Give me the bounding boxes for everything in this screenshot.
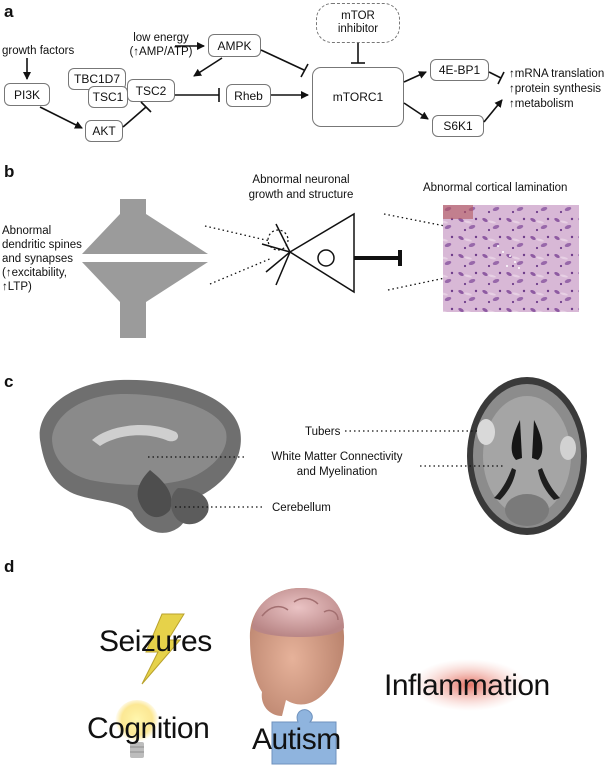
inflammation-glow xyxy=(411,659,527,711)
cortical-lamination-label: Abnormal cortical lamination xyxy=(423,182,568,194)
neuronal-growth-label-1: Abnormal neuronal xyxy=(252,174,350,186)
amp-atp-label: (↑AMP/ATP) xyxy=(129,46,193,58)
sagittal-mri-image xyxy=(39,379,241,533)
seizures-label: Seizures xyxy=(99,625,212,658)
dendritic-label-2: dendritic spines xyxy=(2,239,82,251)
head-brain-icon xyxy=(249,588,345,716)
arrow-mtorc1-to-s6k1 xyxy=(403,102,429,120)
histology-image xyxy=(443,205,579,312)
axial-mri-image xyxy=(467,377,587,535)
growth-factors-label: growth factors xyxy=(2,45,75,57)
inhibit-akt-tsc2 xyxy=(122,106,147,128)
tubers-label: Tubers xyxy=(305,426,341,438)
s6k1-node: S6K1 xyxy=(432,115,484,137)
dotted-line-cortex-upper xyxy=(383,213,446,227)
lightning-icon xyxy=(141,613,185,685)
puzzle-piece-icon xyxy=(271,709,337,765)
dendritic-label-5: ↑LTP) xyxy=(2,281,32,293)
pi3k-node: PI3K xyxy=(4,83,50,106)
panel-b-label: b xyxy=(4,162,15,181)
inhibit-ampk-mtorc1 xyxy=(260,49,305,71)
output-metabolism: ↑metabolism xyxy=(509,98,574,110)
output-protein-synthesis: ↑protein synthesis xyxy=(509,83,602,95)
white-matter-label-2: and Myelination xyxy=(296,466,378,478)
histology-highlight-dots xyxy=(497,245,520,269)
tsc2-node: TSC2 xyxy=(127,79,175,102)
mtor-inhibitor-node: mTOR inhibitor xyxy=(316,3,400,43)
panel-a-label: a xyxy=(4,2,14,21)
output-mrna-translation: ↑mRNA translation xyxy=(509,68,605,80)
dendritic-label-3: and synapses xyxy=(2,253,73,265)
dendritic-label-1: Abnormal xyxy=(2,225,52,237)
cerebellum-label: Cerebellum xyxy=(272,502,331,514)
mtorc1-node: mTORC1 xyxy=(312,67,404,127)
arrow-pi3k-to-akt xyxy=(39,106,83,129)
postsynaptic-shape xyxy=(82,262,208,338)
akt-node: AKT xyxy=(85,120,123,142)
neuronal-growth-label-2: growth and structure xyxy=(248,189,354,201)
panel-d-label: d xyxy=(4,557,15,576)
dotted-line-cortex-lower xyxy=(387,277,446,291)
presynaptic-shape xyxy=(82,199,208,254)
spine-highlight-circle xyxy=(267,229,289,251)
lightbulb-icon xyxy=(115,700,159,758)
low-energy-label: low energy xyxy=(133,32,189,44)
panel-c-label: c xyxy=(4,372,14,391)
arrow-s6k1-to-outputs xyxy=(483,99,503,123)
white-matter-label-1: White Matter Connectivity xyxy=(271,451,403,463)
mtor-inhibitor-line2: inhibitor xyxy=(337,23,379,35)
neuron-icon xyxy=(261,212,402,294)
inhibit-4ebp1-outputs xyxy=(488,71,502,79)
mtor-inhibitor-line1: mTOR xyxy=(341,10,375,22)
dendritic-label-4: (↑excitability, xyxy=(2,267,67,279)
autism-label: Autism xyxy=(252,723,341,756)
arrow-ampk-to-tsc2 xyxy=(193,57,223,77)
cognition-label: Cognition xyxy=(87,712,210,745)
4ebp1-node: 4E-BP1 xyxy=(430,59,489,81)
tbc1d7-node: TBC1D7 xyxy=(68,68,126,90)
rheb-node: Rheb xyxy=(226,84,271,107)
arrow-mtorc1-to-4ebp1 xyxy=(403,71,427,83)
ampk-node: AMPK xyxy=(208,34,261,57)
inflammation-label: Inflammation xyxy=(384,669,550,702)
